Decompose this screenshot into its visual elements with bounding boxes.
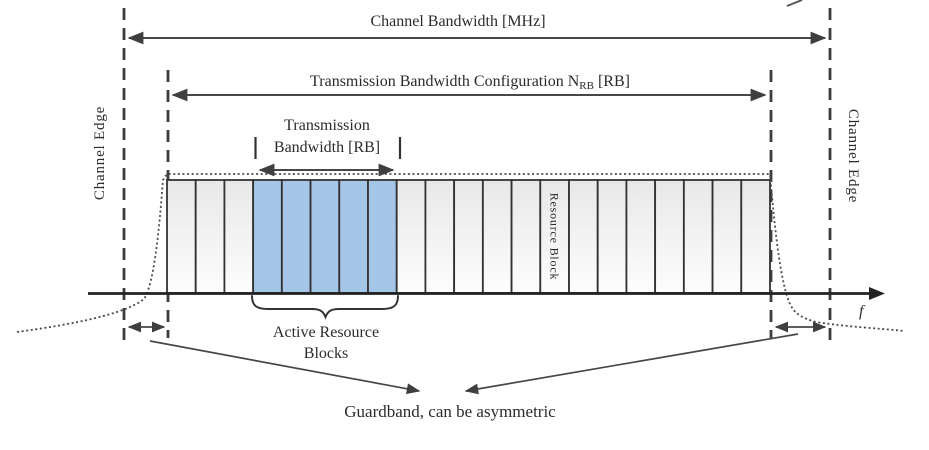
resource-block <box>194 179 226 294</box>
transmission-bw-label-line2: Bandwidth [RB] <box>274 139 380 156</box>
resource-block <box>453 179 484 294</box>
config-label-subscript: RB <box>579 80 594 92</box>
active-blocks-label-line2: Blocks <box>304 345 348 362</box>
resource-block <box>481 179 513 294</box>
active-resource-block <box>338 179 369 294</box>
active-blocks-brace <box>251 295 399 320</box>
resource-block <box>424 179 456 294</box>
resource-block-grid <box>166 179 771 294</box>
resource-block <box>711 179 743 294</box>
resource-block-label: Resource Block <box>548 193 562 281</box>
resource-block <box>568 179 599 294</box>
left-guardband-pointer <box>149 340 421 395</box>
resource-block <box>740 179 771 294</box>
config-bandwidth-label: Transmission Bandwidth Configuration NRB… <box>310 73 630 92</box>
active-blocks-label-line1: Active Resource <box>273 324 379 341</box>
resource-block <box>596 179 628 294</box>
resource-block <box>166 179 197 294</box>
channel-edge-left-label: Channel Edge <box>92 106 108 200</box>
channel-bandwidth-label: Channel Bandwidth [MHz] <box>370 13 545 30</box>
resource-block <box>395 179 427 294</box>
transmission-bw-label-line1: Transmission <box>284 117 370 134</box>
resource-block <box>510 179 542 294</box>
resource-block <box>654 179 685 294</box>
resource-block <box>682 179 714 294</box>
active-resource-block <box>280 179 312 294</box>
resource-block <box>223 179 255 294</box>
resource-block <box>625 179 657 294</box>
frequency-axis-arrowhead <box>869 287 885 300</box>
cropped-annotation-fragment <box>786 0 803 7</box>
active-resource-block <box>309 179 341 294</box>
config-label-prefix: Transmission Bandwidth Configuration N <box>310 73 580 90</box>
active-resource-block <box>252 179 283 294</box>
guardband-label: Guardband, can be asymmetric <box>344 402 556 421</box>
config-label-suffix: [RB] <box>594 73 630 90</box>
frequency-axis-label: f <box>859 303 866 320</box>
active-resource-block <box>367 179 398 294</box>
right-guardband-pointer <box>464 333 799 395</box>
channel-edge-right-label: Channel Edge <box>845 109 861 203</box>
